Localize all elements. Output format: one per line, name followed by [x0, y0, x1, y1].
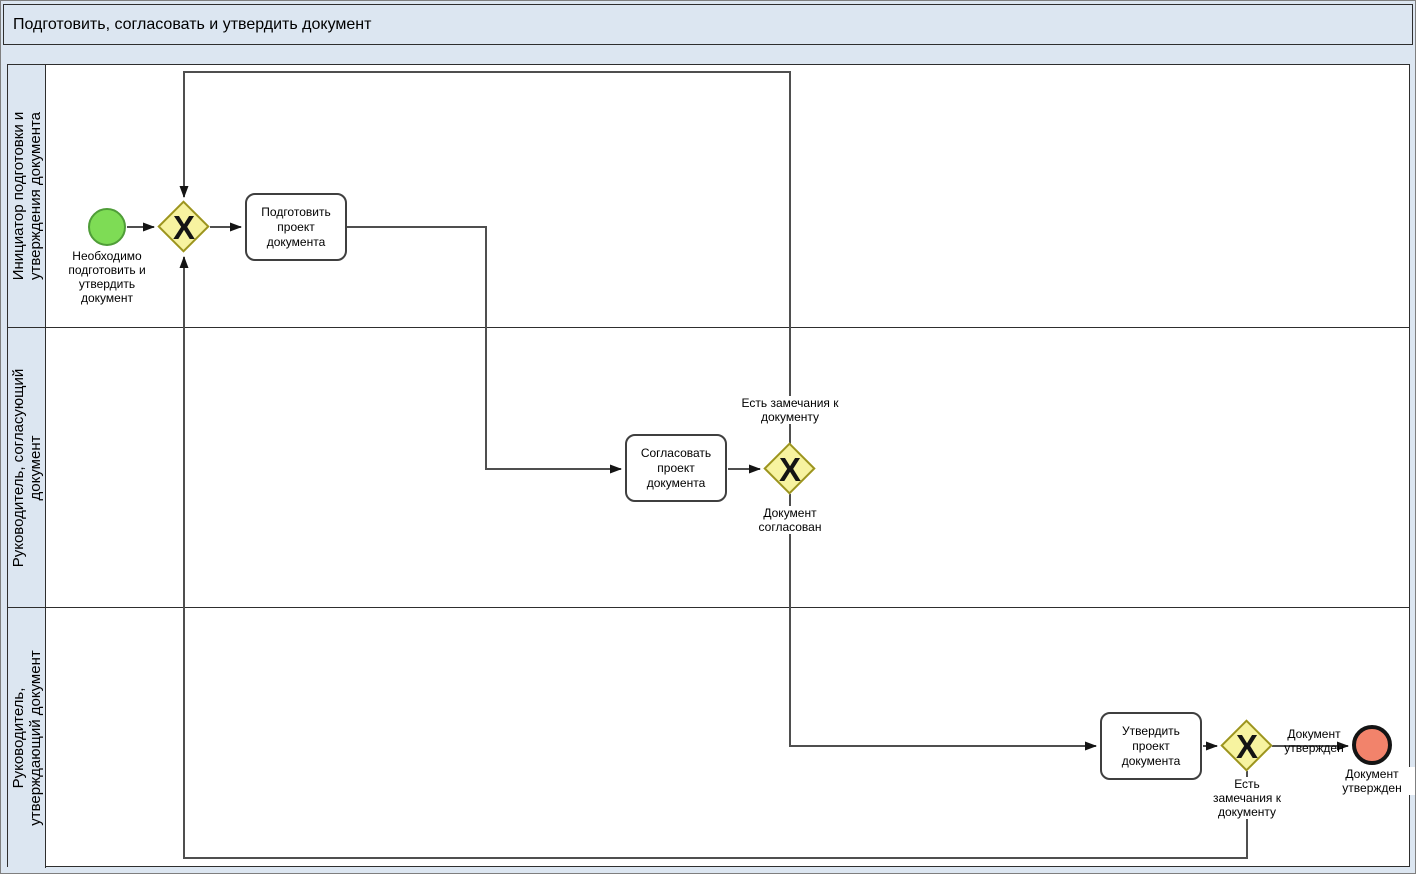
- lane-initiator-strip: Инициатор подготовки и утверждения докум…: [8, 65, 46, 327]
- lane-initiator: Инициатор подготовки и утверждения докум…: [8, 65, 1409, 327]
- lane-approving-manager: Руководитель, утверждающий документ: [8, 607, 1409, 868]
- flow-label-approved: Документ утвержден: [1284, 727, 1344, 755]
- task-label: Согласовать проект документа: [640, 445, 712, 490]
- flow-label-has-remarks: Есть замечания к документу: [734, 396, 846, 424]
- process-title: Подготовить, согласовать и утвердить док…: [13, 15, 372, 33]
- task-agree-draft[interactable]: Согласовать проект документа: [625, 434, 727, 502]
- xor-icon: X: [1235, 727, 1258, 765]
- lane-approving-manager-strip: Руководитель, утверждающий документ: [8, 608, 46, 868]
- task-approve-draft[interactable]: Утвердить проект документа: [1100, 712, 1202, 780]
- start-event-label: Необходимо подготовить и утвердить докум…: [57, 249, 157, 305]
- xor-icon: X: [778, 450, 801, 488]
- process-title-band: Подготовить, согласовать и утвердить док…: [3, 4, 1413, 45]
- task-prepare-draft[interactable]: Подготовить проект документа: [245, 193, 347, 261]
- lane-agreeing-manager-strip: Руководитель, согласующий документ: [8, 328, 46, 607]
- task-label: Подготовить проект документа: [261, 204, 331, 249]
- start-event[interactable]: [88, 208, 126, 246]
- xor-gateway-merge[interactable]: X: [157, 200, 210, 253]
- end-event[interactable]: [1352, 725, 1392, 765]
- lane-agreeing-manager: Руководитель, согласующий документ: [8, 327, 1409, 607]
- xor-icon: X: [172, 208, 195, 246]
- flow-label-has-remarks-2: Есть замечания к документу: [1205, 777, 1289, 819]
- xor-gateway-approve-decision[interactable]: X: [1220, 719, 1273, 772]
- end-event-label: Документ утвержден: [1328, 767, 1415, 795]
- flow-label-agreed: Документ согласован: [748, 506, 832, 534]
- task-label: Утвердить проект документа: [1121, 723, 1181, 768]
- xor-gateway-agree-decision[interactable]: X: [763, 442, 816, 495]
